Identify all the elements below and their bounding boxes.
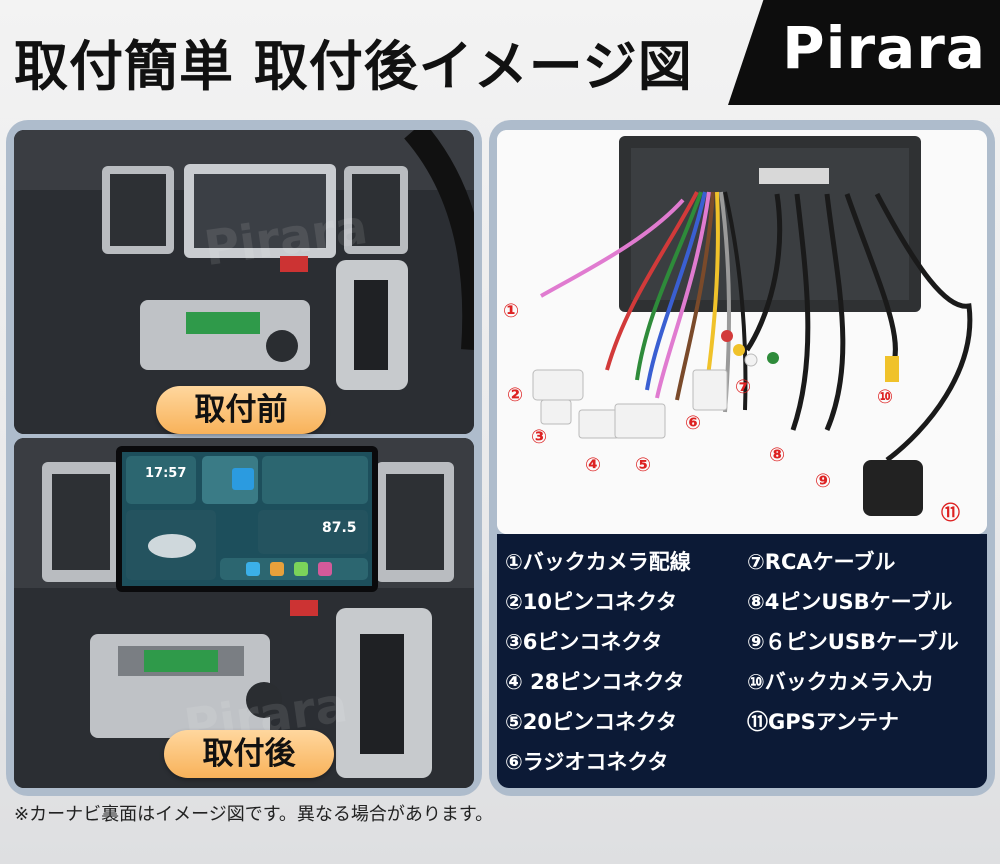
legend-item: ⑨６ピンUSBケーブル [747,630,959,654]
callout-9: ⑨ [815,470,832,492]
callout-1: ① [503,300,520,322]
callout-3: ③ [531,426,548,448]
callout-6: ⑥ [685,412,702,434]
before-install-label: 取付前 [156,386,326,434]
screen-radio-frequency: 87.5 [322,520,357,536]
callout-2: ② [507,384,524,406]
after-install-label: 取付後 [164,730,334,778]
dashboard-after-illustration [14,438,474,788]
screen-clock: 17:57 [145,466,187,481]
wiring-harness-illustration [497,130,987,534]
legend-item: ⑪GPSアンテナ [747,710,899,734]
callout-4: ④ [585,454,602,476]
legend-item: ④ 28ピンコネクタ [505,670,685,694]
parts-legend: ①バックカメラ配線 ②10ピンコネクタ ③6ピンコネクタ ④ 28ピンコネクタ … [497,534,987,788]
legend-item: ③6ピンコネクタ [505,630,663,654]
legend-item: ⑩バックカメラ入力 [747,670,933,694]
brand-banner [728,0,1000,105]
install-comparison-panel: Pirara 取付前 [6,120,482,796]
before-install-photo: Pirara [14,130,474,434]
legend-item: ⑧4ピンUSBケーブル [747,590,953,614]
page-title: 取付簡単 取付後イメージ図 [14,35,693,98]
dashboard-before-illustration [14,130,474,434]
wiring-photo: ① ② ③ ④ ⑤ ⑥ ⑦ ⑧ ⑨ ⑩ ⑪ [497,130,987,534]
callout-8: ⑧ [769,444,786,466]
callout-7: ⑦ [735,376,752,398]
brand-logo: Pirara [782,14,986,82]
footnote: ※カーナビ裏面はイメージ図です。異なる場合があります。 [14,804,494,825]
after-install-photo: 17:57 87.5 Pirara [14,438,474,788]
legend-item: ②10ピンコネクタ [505,590,678,614]
legend-item: ⑤20ピンコネクタ [505,710,678,734]
callout-11: ⑪ [941,502,961,524]
callout-5: ⑤ [635,454,652,476]
wiring-panel: ① ② ③ ④ ⑤ ⑥ ⑦ ⑧ ⑨ ⑩ ⑪ ①バックカメラ配線 ②10ピンコネク… [489,120,995,796]
legend-item: ⑦RCAケーブル [747,550,896,574]
legend-item: ⑥ラジオコネクタ [505,750,669,774]
legend-item: ①バックカメラ配線 [505,550,691,574]
callout-10: ⑩ [877,386,894,408]
